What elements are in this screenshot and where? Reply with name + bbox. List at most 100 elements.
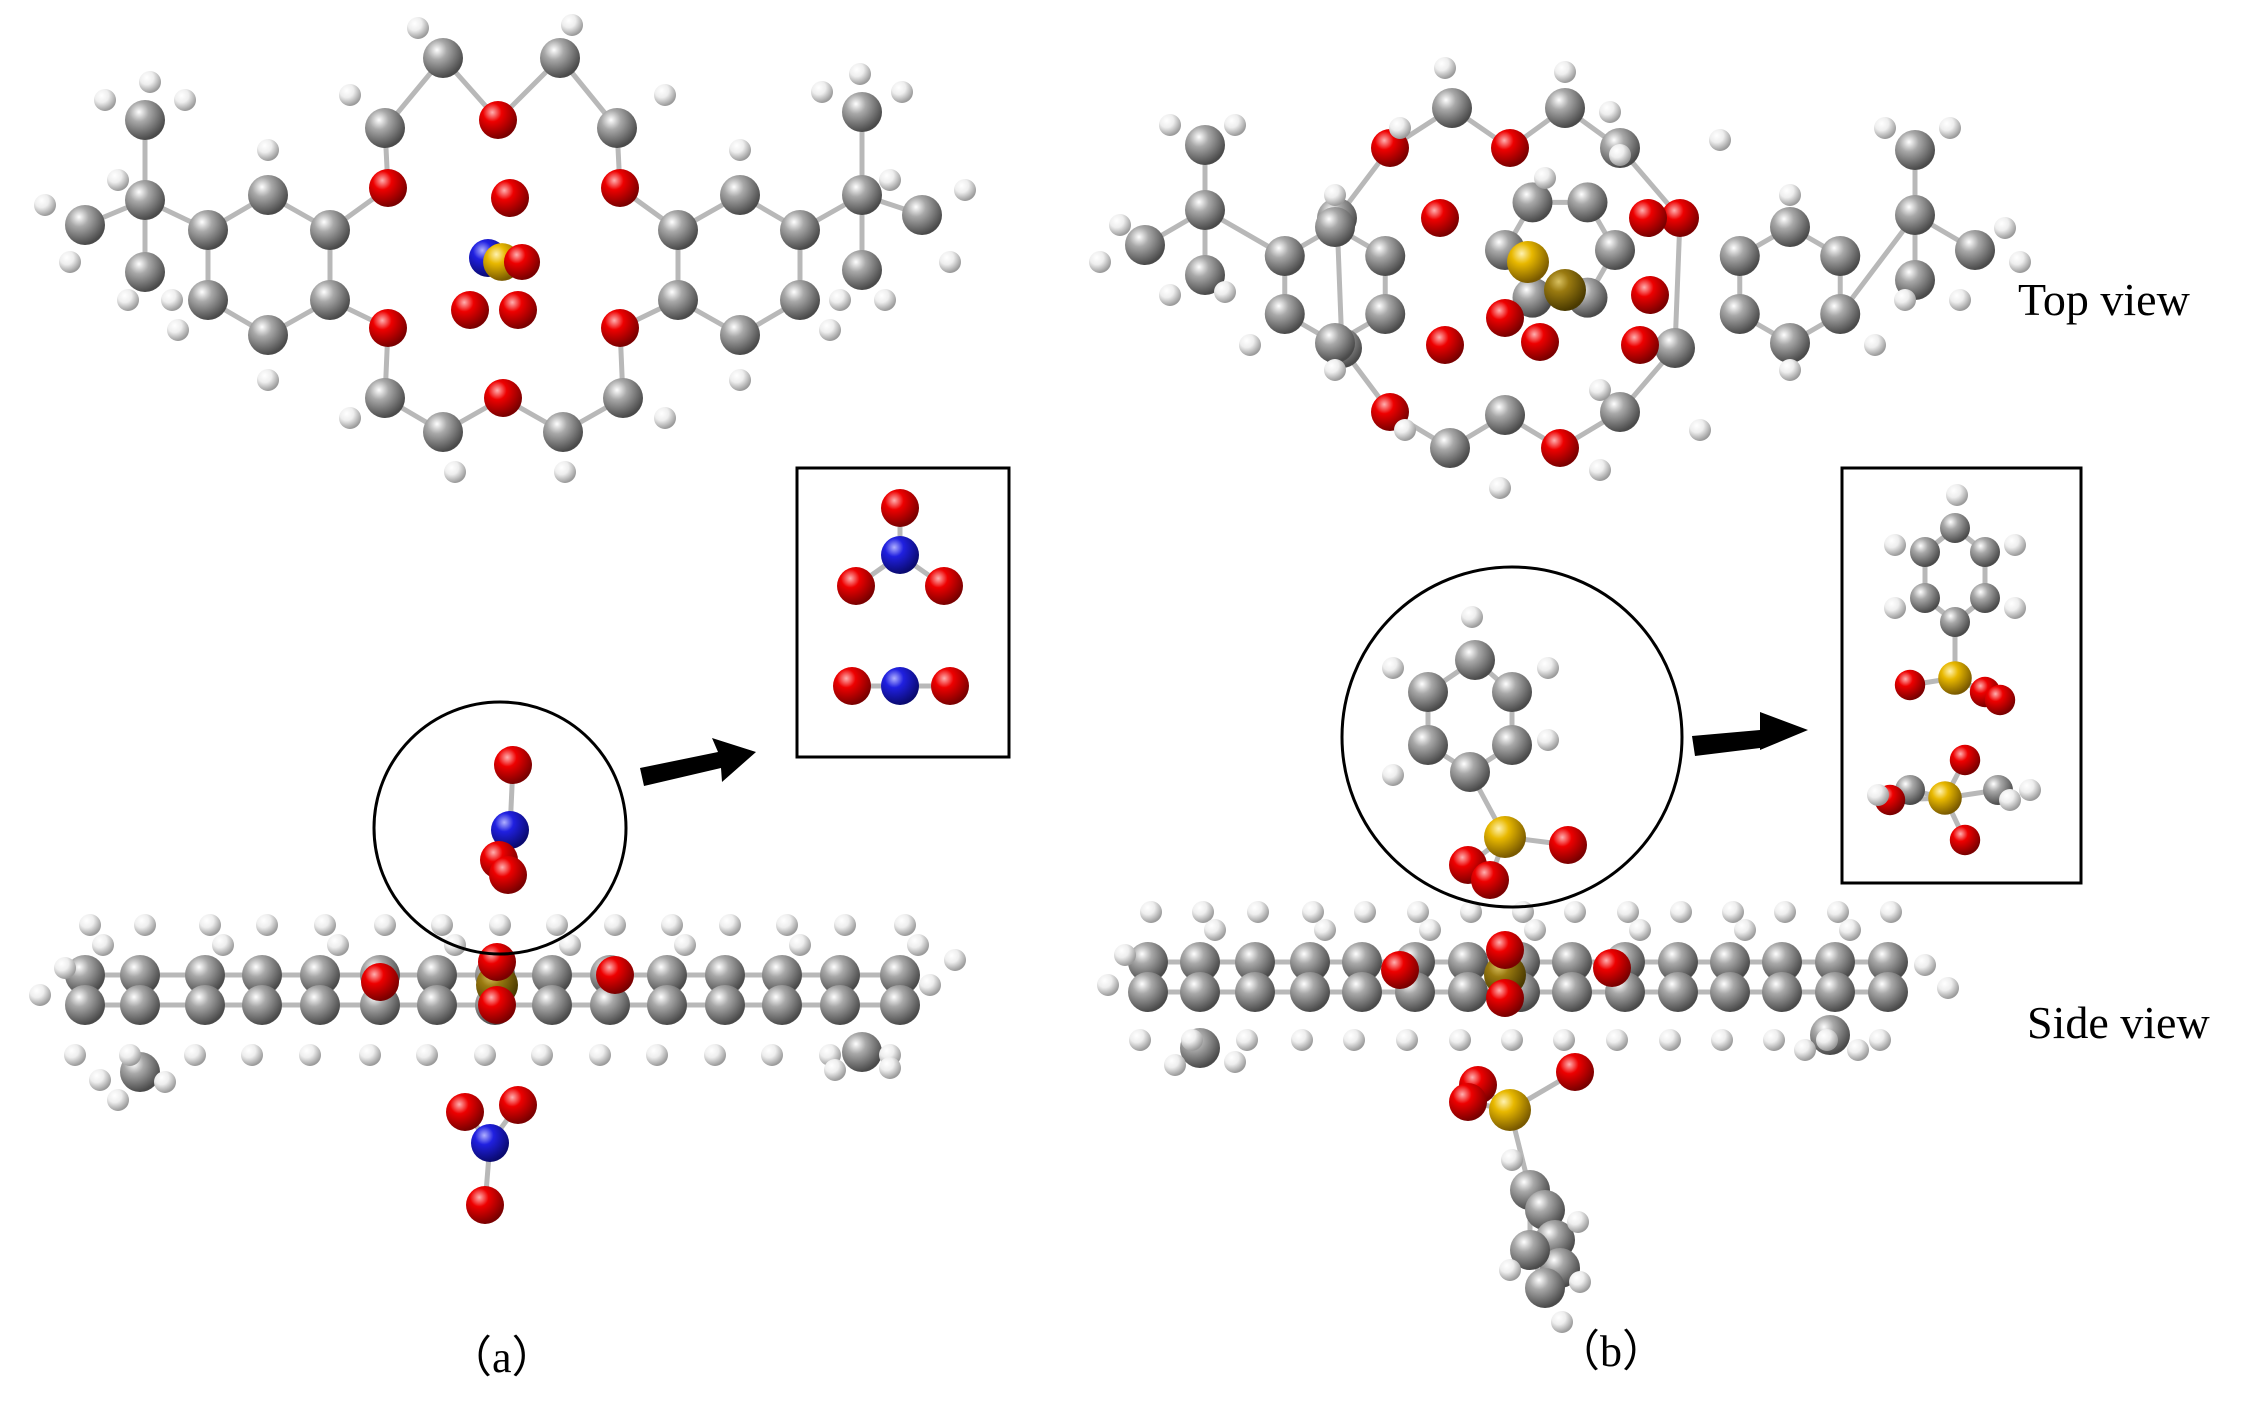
hydrogen-atom bbox=[1382, 764, 1404, 786]
hydrogen-atom bbox=[954, 179, 976, 201]
carbon-atom bbox=[120, 955, 160, 995]
carbon-atom bbox=[762, 985, 802, 1025]
hydrogen-atom bbox=[407, 17, 429, 39]
hydrogen-atom bbox=[359, 1044, 381, 1066]
panel-a-zoom-circle bbox=[372, 700, 628, 956]
hydrogen-atom bbox=[1874, 117, 1896, 139]
hydrogen-atom bbox=[1994, 217, 2016, 239]
hydrogen-atom bbox=[1314, 919, 1336, 941]
hydrogen-atom bbox=[1239, 334, 1261, 356]
carbon-atom bbox=[65, 205, 105, 245]
top-view-label: Top view bbox=[2018, 274, 2191, 325]
hydrogen-atom bbox=[674, 934, 696, 956]
carbon-atom bbox=[1315, 207, 1355, 247]
carbon-atom bbox=[423, 38, 463, 78]
carbon-atom bbox=[1770, 323, 1810, 363]
hydrogen-atom bbox=[89, 1069, 111, 1091]
panel-b-zoom-circle bbox=[1340, 565, 1684, 909]
carbon-atom bbox=[597, 108, 637, 148]
carbon-atom bbox=[1762, 942, 1802, 982]
hydrogen-atom bbox=[604, 914, 626, 936]
carbon-atom bbox=[842, 92, 882, 132]
hydrogen-atom bbox=[1847, 1039, 1869, 1061]
hydrogen-atom bbox=[1794, 1039, 1816, 1061]
sulfur-atom bbox=[1544, 269, 1586, 311]
carbon-atom bbox=[1365, 294, 1406, 334]
hydrogen-atom bbox=[654, 84, 676, 106]
hydrogen-atom bbox=[119, 1044, 141, 1066]
carbon-atom bbox=[1510, 1230, 1550, 1270]
carbon-atom bbox=[1820, 294, 1861, 334]
hydrogen-atom bbox=[167, 319, 189, 341]
hydrogen-atom bbox=[554, 461, 576, 483]
hydrogen-atom bbox=[1599, 101, 1621, 123]
hydrogen-atom bbox=[1816, 1029, 1838, 1051]
hydrogen-atom bbox=[1763, 1029, 1785, 1051]
carbon-atom bbox=[658, 210, 698, 250]
carbon-atom bbox=[705, 985, 745, 1025]
hydrogen-atom bbox=[729, 369, 751, 391]
nitrogen-atom bbox=[491, 811, 529, 849]
carbon-atom bbox=[1658, 972, 1698, 1012]
hydrogen-atom bbox=[327, 934, 349, 956]
carbon-atom bbox=[1315, 323, 1355, 363]
oxygen-atom bbox=[503, 243, 541, 281]
hydrogen-atom bbox=[1711, 1029, 1733, 1051]
hydrogen-atom bbox=[1827, 901, 1849, 923]
hydrogen-atom bbox=[59, 251, 81, 273]
hydrogen-atom bbox=[1569, 1271, 1591, 1293]
carbon-atom bbox=[1970, 537, 2000, 567]
carbon-atom bbox=[1910, 537, 1940, 567]
nitrogen-atom bbox=[471, 1124, 509, 1162]
carbon-atom bbox=[365, 108, 405, 148]
hydrogen-atom bbox=[134, 914, 156, 936]
oxygen-atom bbox=[1894, 669, 1926, 701]
oxygen-atom bbox=[1556, 1053, 1594, 1091]
carbon-atom bbox=[880, 985, 920, 1025]
hydrogen-atom bbox=[54, 957, 76, 979]
oxygen-atom bbox=[1629, 199, 1667, 237]
hydrogen-atom bbox=[1324, 184, 1346, 206]
hydrogen-atom bbox=[1524, 919, 1546, 941]
hydrogen-atom bbox=[1291, 1029, 1313, 1051]
panel-b-side-view-molecule bbox=[1097, 901, 1959, 1333]
carbon-atom bbox=[365, 378, 405, 418]
panel-a-label: （a） bbox=[448, 1333, 556, 1382]
carbon-atom bbox=[1450, 752, 1490, 792]
hydrogen-atom bbox=[829, 289, 851, 311]
carbon-atom bbox=[1492, 725, 1532, 765]
hydrogen-atom bbox=[1164, 1054, 1186, 1076]
hydrogen-atom bbox=[241, 1044, 263, 1066]
carbon-atom bbox=[1365, 236, 1406, 276]
hydrogen-atom bbox=[1629, 919, 1651, 941]
carbon-atom bbox=[1264, 294, 1305, 334]
hydrogen-atom bbox=[1939, 117, 1961, 139]
hydrogen-atom bbox=[1224, 114, 1246, 136]
hydrogen-atom bbox=[1617, 901, 1639, 923]
oxygen-atom bbox=[491, 179, 529, 217]
oxygen-atom bbox=[1491, 129, 1529, 167]
hydrogen-atom bbox=[212, 934, 234, 956]
oxygen-atom bbox=[1949, 824, 1981, 856]
oxygen-atom bbox=[479, 101, 517, 139]
hydrogen-atom bbox=[444, 461, 466, 483]
hydrogen-atom bbox=[874, 289, 896, 311]
hydrogen-atom bbox=[1389, 117, 1411, 139]
carbon-atom bbox=[188, 210, 228, 250]
carbon-atom bbox=[1815, 972, 1855, 1012]
carbon-atom bbox=[1448, 972, 1488, 1012]
hydrogen-atom bbox=[1869, 1029, 1891, 1051]
hydrogen-atom bbox=[1551, 1311, 1573, 1333]
carbon-atom bbox=[65, 985, 105, 1025]
carbon-atom bbox=[248, 175, 288, 215]
hydrogen-atom bbox=[117, 289, 139, 311]
hydrogen-atom bbox=[184, 1044, 206, 1066]
hydrogen-atom bbox=[1734, 919, 1756, 941]
hydrogen-atom bbox=[1181, 1029, 1203, 1051]
hydrogen-atom bbox=[107, 169, 129, 191]
carbon-atom bbox=[603, 378, 643, 418]
hydrogen-atom bbox=[1324, 359, 1346, 381]
hydrogen-atom bbox=[559, 934, 581, 956]
hydrogen-atom bbox=[1839, 919, 1861, 941]
carbon-atom bbox=[540, 38, 580, 78]
